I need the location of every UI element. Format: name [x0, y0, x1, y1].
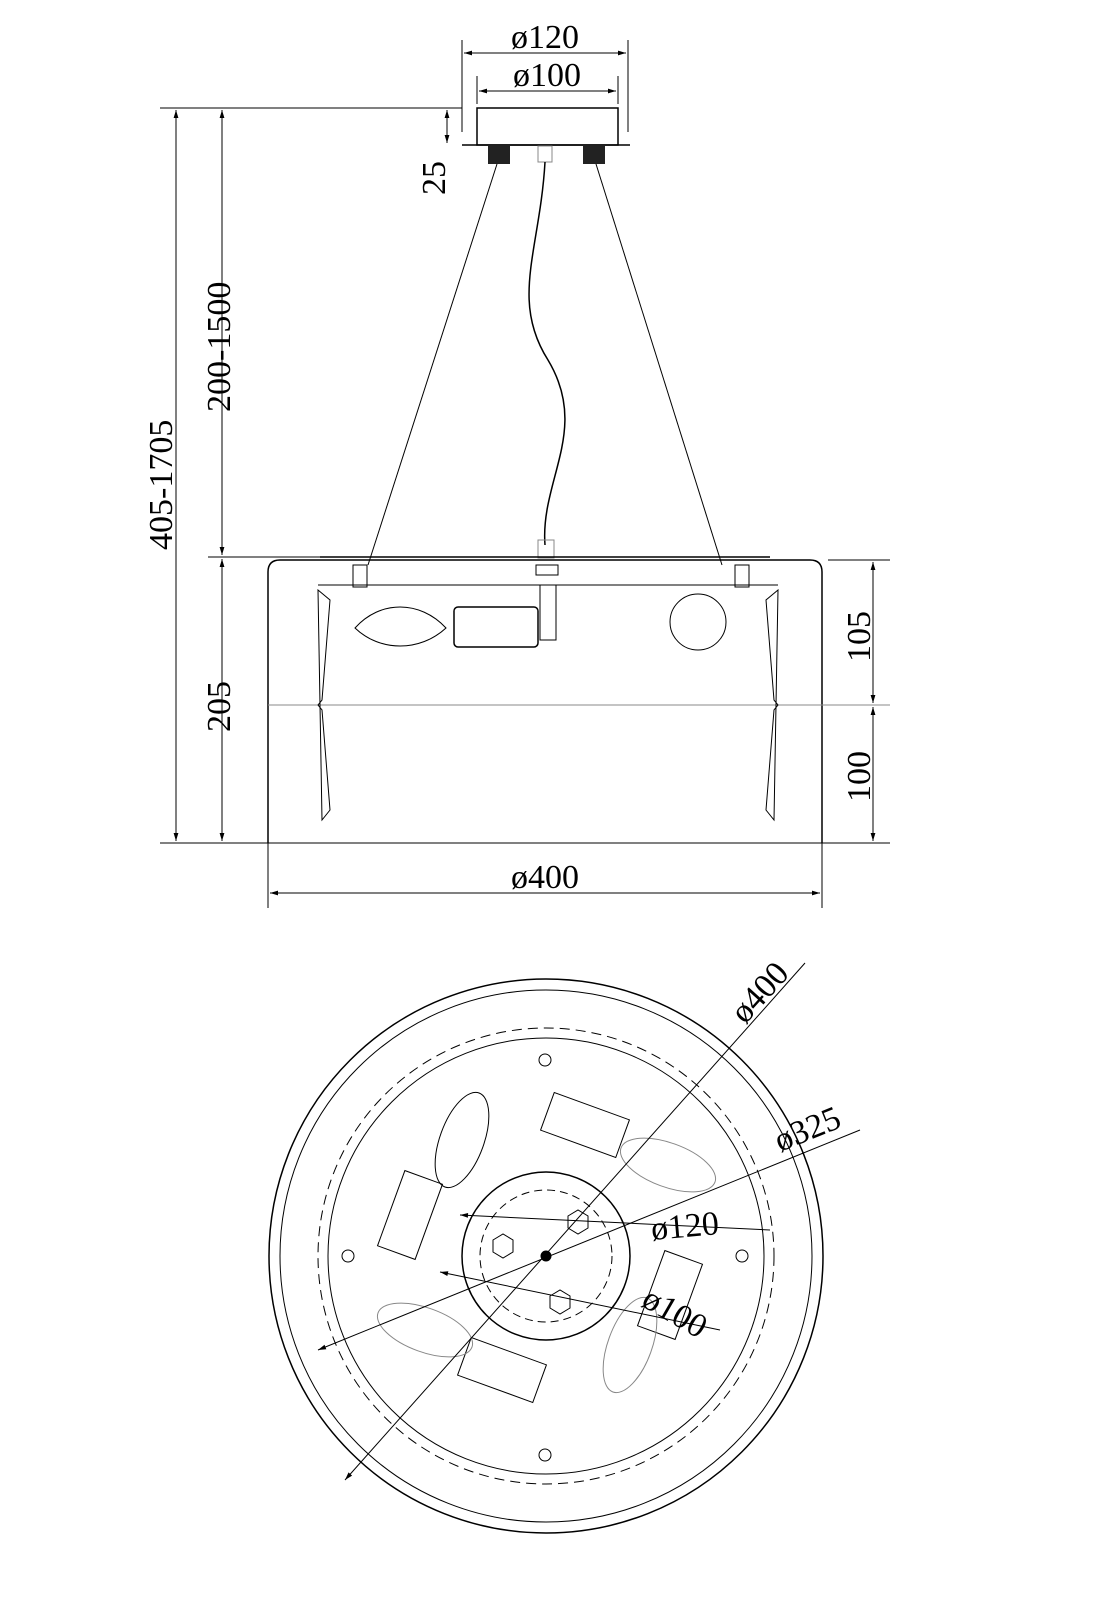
- dim-bottom-canopy-inner: ø100: [636, 1280, 713, 1346]
- dim-upper-height: 105: [841, 611, 878, 662]
- candle-bulb: [354, 606, 447, 647]
- dim-canopy-inner: ø100: [513, 57, 581, 94]
- lamp-socket: [453, 606, 539, 648]
- side-view: ø120 ø100 25 405-1705 200-1500 205 105: [143, 19, 890, 908]
- dim-canopy-height: 25: [416, 161, 453, 195]
- dim-lower-height: 100: [841, 751, 878, 802]
- shade-outer-circle: [268, 978, 824, 1534]
- crystal-ring: [317, 1027, 775, 1485]
- suspension-wire-right: [595, 163, 723, 566]
- bulb-side: [669, 593, 727, 651]
- suspension-wire-left: [367, 163, 498, 566]
- dim-bottom-outer: ø400: [723, 955, 796, 1030]
- dim-cable-length: 200-1500: [201, 282, 238, 412]
- power-cable: [528, 161, 566, 546]
- bottom-view: ø400 ø325 ø120 ø100: [268, 955, 861, 1534]
- canopy-inner-circle: [479, 1189, 613, 1323]
- dim-total-height: 405-1705: [143, 420, 180, 550]
- dim-canopy-outer: ø120: [511, 19, 579, 56]
- shade-outline: [267, 559, 823, 843]
- cable-grip-right: [583, 146, 605, 164]
- cable-grip-left: [488, 146, 510, 164]
- dim-bottom-canopy-outer: ø120: [649, 1205, 720, 1248]
- dim-shade-height: 205: [201, 681, 238, 732]
- canopy-outer-circle: [461, 1171, 631, 1341]
- dim-shade-dia: ø400: [511, 859, 579, 896]
- canopy: [476, 107, 619, 146]
